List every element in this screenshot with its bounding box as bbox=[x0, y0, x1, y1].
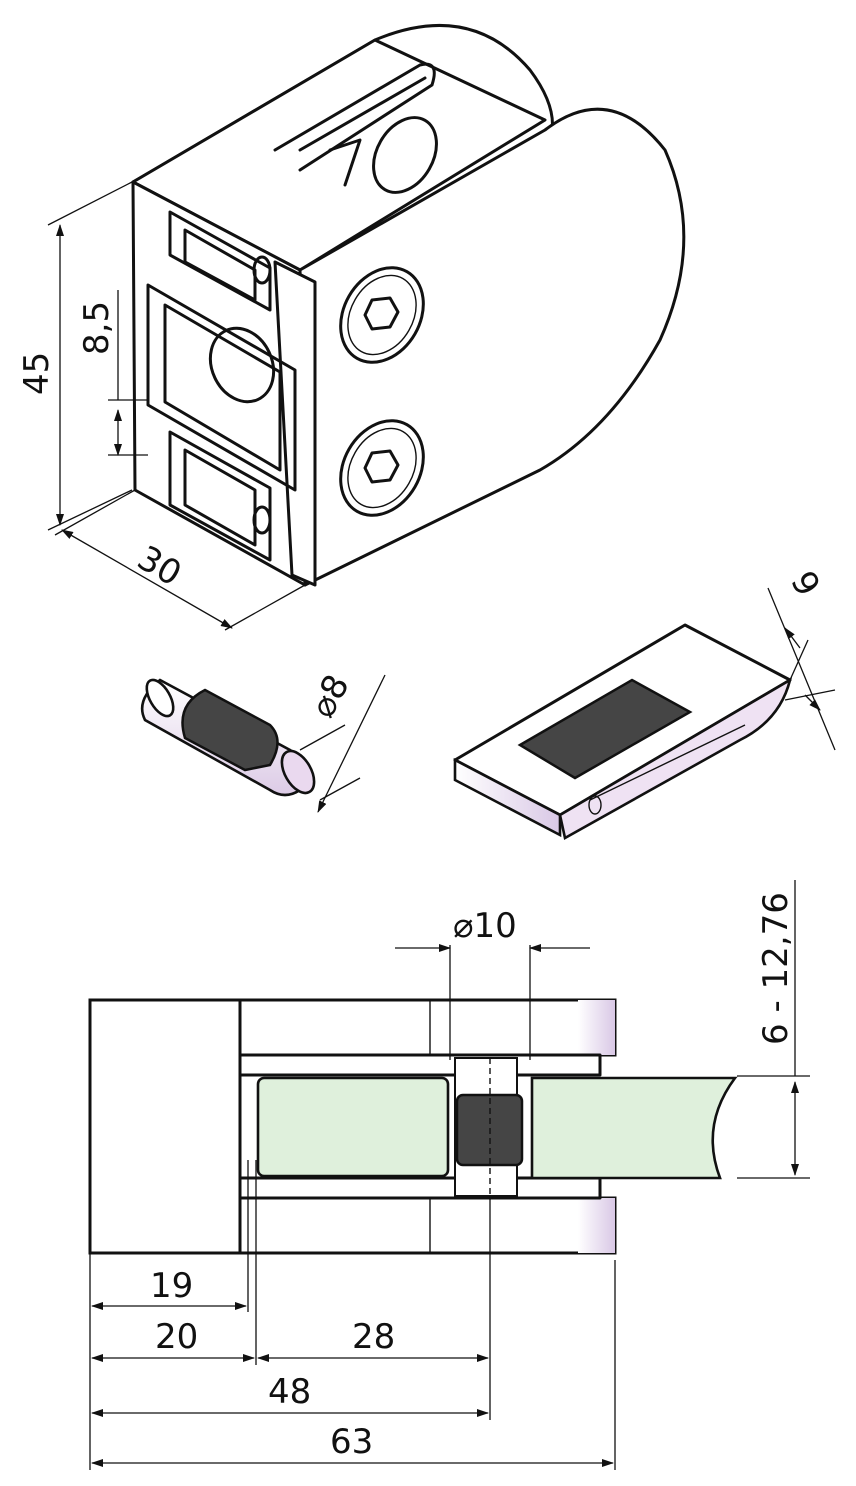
bore-diameter-label: ⌀10 bbox=[453, 906, 517, 946]
dimension-45: 45 bbox=[17, 181, 133, 531]
clamp-section-view bbox=[88, 998, 738, 1255]
glass-range-label: 6 - 12,76 bbox=[756, 892, 796, 1045]
dimension-45-label: 45 bbox=[17, 352, 57, 395]
pad-component: 9 bbox=[453, 565, 836, 840]
screw-head-upper bbox=[339, 266, 425, 364]
dimension-8-5: 8,5 bbox=[77, 290, 148, 456]
dimension-28-label: 28 bbox=[352, 1317, 395, 1357]
pin-diameter-label: ⌀8 bbox=[303, 668, 358, 724]
dimension-63-label: 63 bbox=[330, 1422, 373, 1462]
dimension-8-5-label: 8,5 bbox=[77, 301, 117, 355]
dimension-glass-range: 6 - 12,76 bbox=[737, 880, 810, 1179]
screw-head-lower bbox=[339, 419, 425, 517]
pin-component: ⌀8 bbox=[140, 668, 386, 813]
dimension-30-label: 30 bbox=[131, 538, 188, 594]
dimension-bore-10: ⌀10 bbox=[395, 906, 590, 1060]
clamp-isometric-view bbox=[131, 23, 686, 587]
dimension-48-label: 48 bbox=[268, 1372, 311, 1412]
dimension-chain: 19 20 28 48 63 bbox=[89, 1160, 616, 1470]
dimension-19-label: 19 bbox=[150, 1266, 193, 1306]
pad-thickness-label: 9 bbox=[782, 565, 827, 604]
dimension-20-label: 20 bbox=[155, 1317, 198, 1357]
